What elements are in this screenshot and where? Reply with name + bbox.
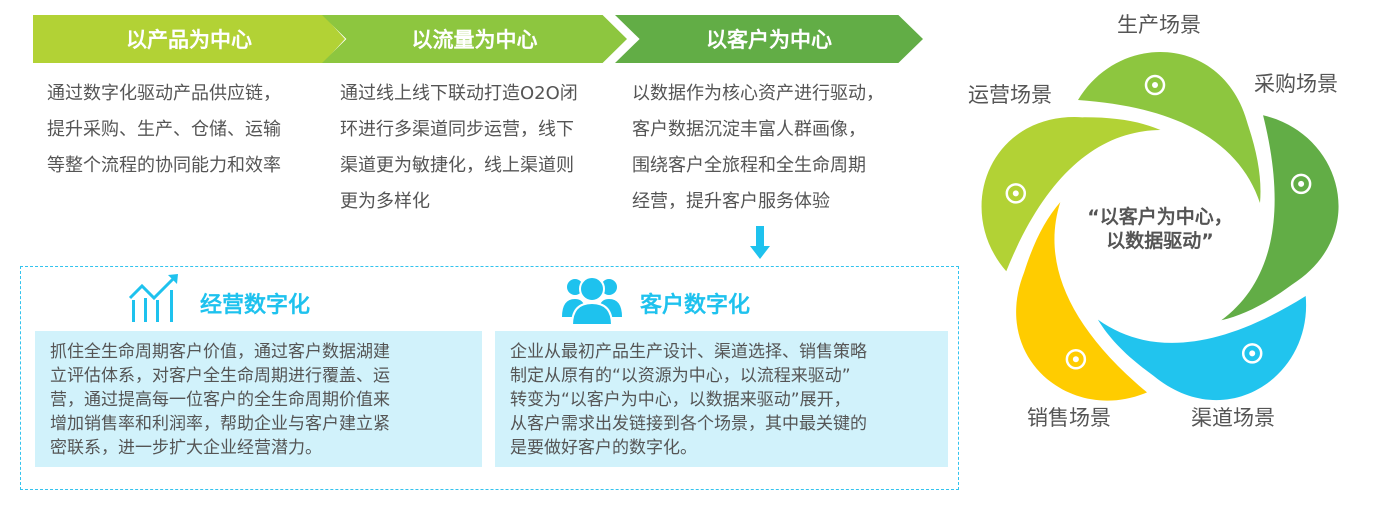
desc-line: 通过数字化驱动产品供应链， — [47, 83, 281, 104]
panel-line: 转变为“以客户为中心，以数据来驱动”展开， — [510, 390, 851, 410]
stage-title: 以客户为中心 — [706, 28, 832, 52]
panel-line: 抓住全生命周期客户价值，通过客户数据湖建 — [50, 342, 390, 362]
desc-line: 以数据作为核心资产进行驱动， — [632, 83, 884, 104]
money-bag-icon — [1065, 349, 1087, 370]
petal-shape — [1097, 296, 1306, 401]
panel-line: 密联系，进一步扩大企业经营潜力。 — [50, 438, 322, 458]
panel-line: 从客户需求出发链接到各个场景，其中最关键的 — [510, 414, 867, 434]
petal-shape — [1016, 202, 1147, 401]
desc-line: 提升采购、生产、仓储、运输 — [47, 119, 281, 140]
scene-label-sales: 销售场景 — [1027, 406, 1111, 430]
desc-line: 客户数据沉淀丰富人群画像， — [632, 119, 866, 140]
petal-shape — [1078, 51, 1261, 203]
stage-traffic-centric: 以流量为中心 — [322, 15, 627, 63]
desc-line: 通过线上线下联动打造O2O闭 — [340, 83, 578, 104]
panel-line: 营，通过提高每一位客户的全生命周期价值来 — [50, 390, 390, 410]
panel-line: 企业从最初产品生产设计、渠道选择、销售策略 — [510, 342, 867, 362]
gears-people-icon — [1241, 343, 1263, 364]
panel-line: 是要做好客户的数字化。 — [510, 438, 697, 458]
stage-desc-customer: 以数据作为核心资产进行驱动， 客户数据沉淀丰富人群画像， 围绕客户全旅程和全生命… — [632, 76, 884, 220]
lightbulb-hand-icon — [1005, 183, 1027, 204]
team-growth-icon — [1144, 74, 1166, 96]
panel-line: 增加销售率和利润率，帮助企业与客户建立紧 — [50, 414, 390, 434]
desc-line: 更为多样化 — [340, 191, 430, 212]
desc-line: 等整个流程的协同能力和效率 — [47, 155, 281, 176]
panel-line: 立评估体系，对客户全生命周期进行覆盖、运 — [50, 366, 390, 386]
scene-label-procurement: 采购场景 — [1254, 72, 1338, 96]
stage-desc-product: 通过数字化驱动产品供应链， 提升采购、生产、仓储、运输 等整个流程的协同能力和效… — [47, 76, 281, 184]
customer-panel: 企业从最初产品生产设计、渠道选择、销售策略 制定从原有的“以资源为中心，以流程来… — [495, 331, 948, 467]
users-icon — [562, 276, 622, 325]
scene-cycle-diagram — [981, 51, 1339, 401]
growth-chart-icon — [128, 274, 178, 322]
stage-product-centric: 以产品为中心 — [33, 15, 345, 63]
scene-label-operations: 运营场景 — [968, 83, 1052, 107]
center-line: 以数据驱动” — [1106, 230, 1214, 252]
digitalization-box — [20, 266, 959, 490]
section-title-operations: 经营数字化 — [200, 293, 311, 318]
section-title-customer: 客户数字化 — [640, 293, 751, 318]
scene-label-channel: 渠道场景 — [1191, 406, 1275, 430]
cycle-center-text: “以客户为中心， 以数据驱动” — [1060, 205, 1260, 253]
operations-panel: 抓住全生命周期客户价值，通过客户数据湖建 立评估体系，对客户全生命周期进行覆盖、… — [35, 331, 482, 467]
petal-shape — [1221, 115, 1339, 321]
arrow-down-icon — [750, 226, 770, 259]
desc-line: 渠道更为敏捷化，线上渠道则 — [340, 155, 574, 176]
petal-lightbulb-hand — [981, 117, 1161, 272]
stage-title: 以产品为中心 — [126, 28, 252, 52]
stage-customer-centric: 以客户为中心 — [615, 15, 923, 63]
petal-magnifier-person — [1221, 115, 1339, 321]
stage-title: 以流量为中心 — [411, 28, 538, 52]
center-line: “以客户为中心， — [1087, 206, 1233, 228]
scene-label-production: 生产场景 — [1117, 13, 1201, 37]
desc-line: 环进行多渠道同步运营，线下 — [340, 119, 574, 140]
petal-shape — [981, 117, 1161, 272]
stage-desc-traffic: 通过线上线下联动打造O2O闭 环进行多渠道同步运营，线下 渠道更为敏捷化，线上渠… — [340, 76, 578, 220]
panel-line: 制定从原有的“以资源为中心，以流程来驱动” — [510, 366, 851, 386]
desc-line: 围绕客户全旅程和全生命周期 — [632, 155, 866, 176]
petal-money-bag — [1016, 202, 1147, 401]
petal-team-growth — [1078, 51, 1261, 203]
petal-gears-people — [1097, 296, 1306, 401]
desc-line: 经营，提升客户服务体验 — [632, 191, 830, 212]
magnifier-person-icon — [1290, 173, 1312, 195]
